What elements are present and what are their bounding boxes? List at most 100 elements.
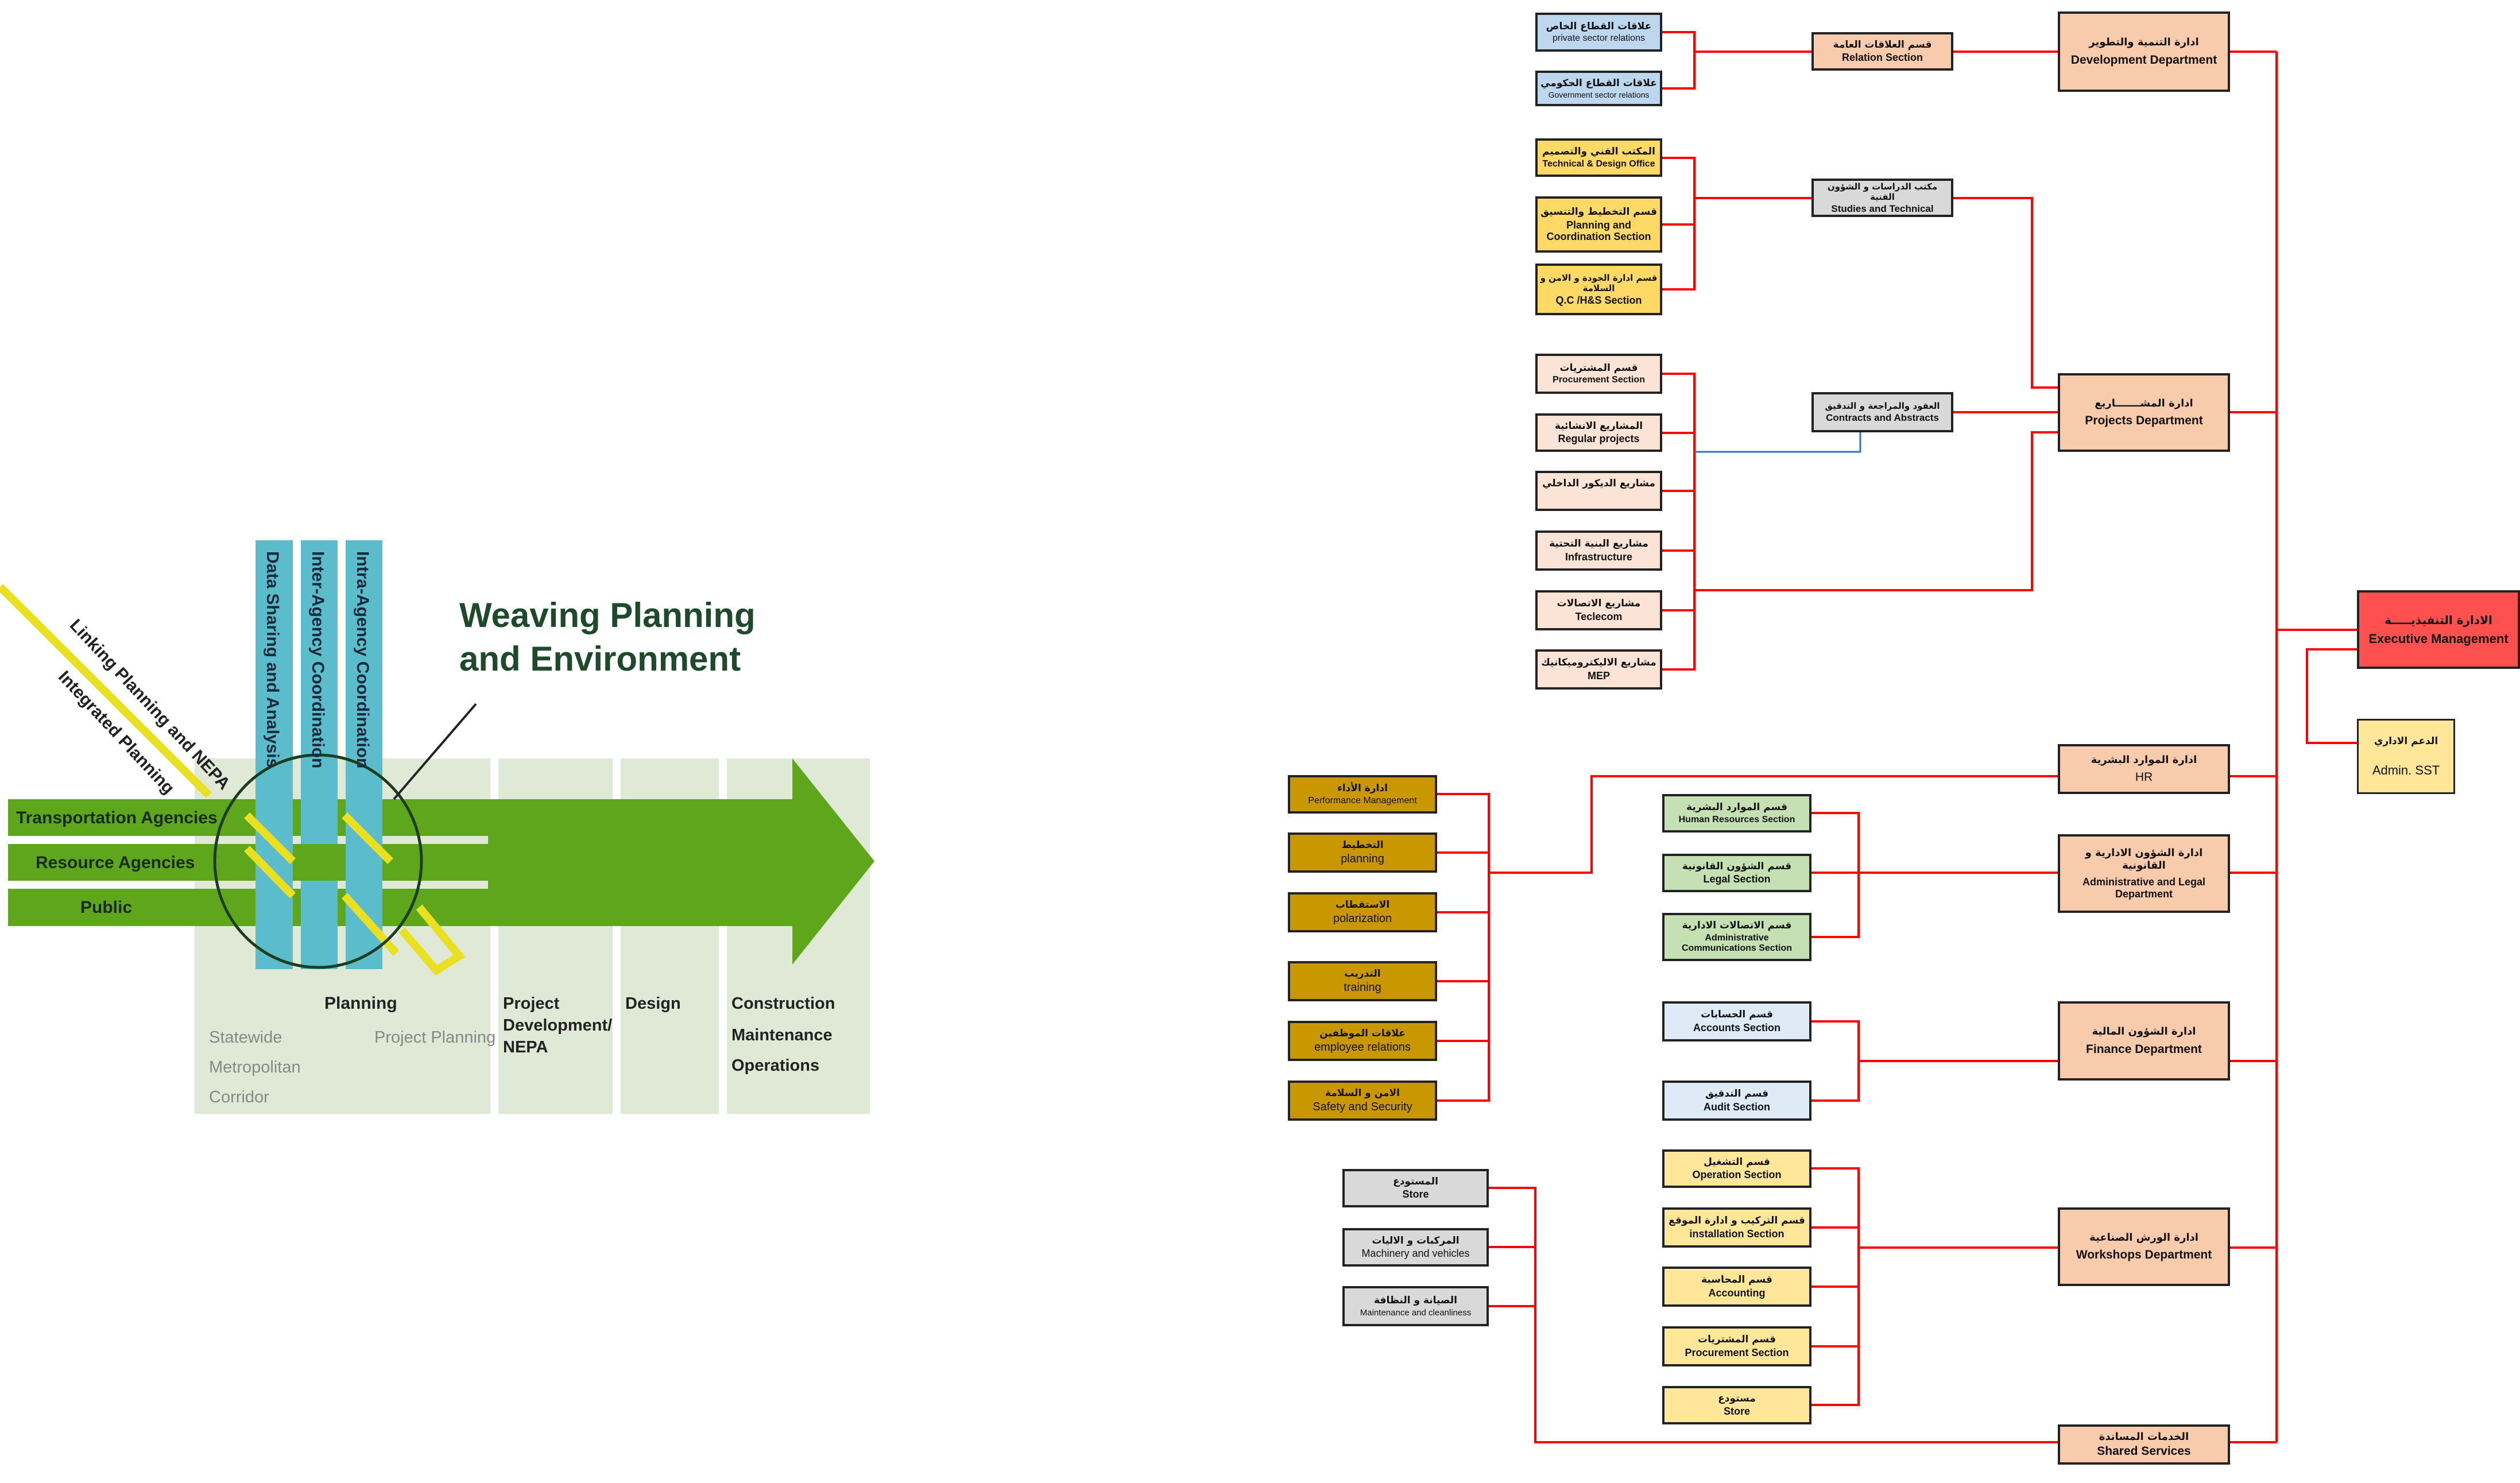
- label-ar: التخطيط: [1341, 839, 1384, 851]
- label-en: Administrative and Legal Department: [2082, 876, 2206, 900]
- label-ar: مشاريع الديكور الداخلي: [1542, 478, 1655, 489]
- phase-project-dev-2: Development/: [503, 1016, 612, 1035]
- label-en: Human Resources Section: [1678, 814, 1795, 824]
- label-en: Executive Management: [2368, 631, 2509, 646]
- label-en: Administrative Communications Section: [1681, 932, 1793, 954]
- connector-contracts-link: [1694, 432, 1861, 453]
- label-ar: ادارة الشؤون الادارية و القانونية: [2085, 847, 2203, 872]
- label-en: employee relations: [1314, 1040, 1411, 1054]
- label-ar: المستودع: [1393, 1175, 1438, 1187]
- graphic-title-line2: and Environment: [459, 640, 741, 678]
- label-ar: قسم التدقيق: [1705, 1088, 1769, 1100]
- label-en: polarization: [1333, 912, 1392, 925]
- label-en: HR: [2135, 770, 2153, 784]
- phase-construction-1: Construction: [731, 994, 835, 1013]
- label-ar: مشاريع البنية التحتية: [1549, 538, 1648, 550]
- box-hr-department: ادارة الموارد البشرية HR: [2058, 744, 2230, 794]
- label-ar: قسم التركيب و ادارة الموقع: [1669, 1215, 1805, 1227]
- label-en: Operation Section: [1692, 1169, 1782, 1181]
- title-pointer-line: [393, 703, 477, 800]
- label-en: Studies and Technical: [1831, 203, 1934, 214]
- label-ar: ادارة الموارد البشرية: [2091, 753, 2197, 766]
- label-en: Shared Services: [2097, 1444, 2191, 1458]
- label-ar: مشاريع الاليكتروميكانيك: [1541, 657, 1656, 669]
- weave-circle: [213, 753, 423, 969]
- label-ar: قسم الشؤون القانونية: [1682, 860, 1792, 872]
- label-ar: ادارة التنمية والتطوير: [2089, 36, 2199, 49]
- phase-project-dev-1: Project: [503, 994, 560, 1013]
- label-ar: العقود والمراجعة و التدقيق: [1825, 401, 1940, 412]
- band-transportation: [8, 799, 800, 836]
- yellow-weave-lines: [0, 584, 466, 976]
- label-ar: مشاريع الاتصالات: [1557, 598, 1641, 610]
- box-interior-decor-projects: مشاريع الديكور الداخلي: [1535, 471, 1662, 511]
- graphic-title-line1: Weaving Planning: [459, 596, 756, 634]
- label-ar: علاقات القطاع الخاص: [1546, 20, 1652, 32]
- label-ar: الخدمات المساندة: [2099, 1431, 2189, 1443]
- band-label-resource: Resource Agencies: [36, 853, 195, 872]
- label-ar: قسم المشتريات: [1559, 362, 1638, 374]
- connector-admin-sections: [1811, 812, 1860, 938]
- label-ar: قسم التشغيل: [1704, 1156, 1770, 1168]
- label-en: Machinery and vehicles: [1361, 1248, 1470, 1260]
- label-ar: الادارة التنفيذيـــــة: [2384, 613, 2492, 627]
- box-executive-management: الادارة التنفيذيـــــة Executive Manageme…: [2357, 590, 2520, 669]
- label-en: Development Department: [2070, 53, 2217, 67]
- vertical-label-data-sharing: Data Sharing and Analysis: [263, 551, 282, 768]
- label-en: planning: [1341, 852, 1384, 865]
- label-ar: ادارة الشؤون المالية: [2092, 1025, 2196, 1038]
- label-ar: الدعم الاداري: [2374, 735, 2438, 747]
- label-ar: ادارة الأداء: [1337, 783, 1388, 795]
- label-ar: علاقات القطاع الحكومي: [1540, 77, 1657, 89]
- label-ar: مستودع: [1718, 1392, 1756, 1404]
- label-en: Procurement Section: [1685, 1346, 1789, 1358]
- box-admin-legal-department: ادارة الشؤون الادارية و القانونية Adminis…: [2058, 834, 2230, 913]
- label-en: private sector relations: [1553, 33, 1645, 43]
- label-en: Infrastructure: [1565, 551, 1633, 563]
- label-en: Contracts and Abstracts: [1826, 412, 1939, 424]
- band-label-public: Public: [80, 898, 132, 917]
- label-en: Technical & Design Office: [1542, 158, 1655, 169]
- label-ar: علاقات الموظفين: [1319, 1028, 1406, 1040]
- label-en: MEP: [1587, 669, 1610, 682]
- phase-project-dev-3: NEPA: [503, 1038, 548, 1056]
- phase-construction-3: Operations: [731, 1056, 819, 1075]
- connector-admin-support: [2306, 648, 2357, 744]
- label-en: Planning and Coordination Section: [1546, 219, 1651, 243]
- label-en: Government sector relations: [1548, 90, 1650, 100]
- label-en: Relation Section: [1841, 52, 1923, 64]
- label-en: Store: [1402, 1188, 1429, 1201]
- label-ar: المركبات و الاليات: [1372, 1234, 1460, 1246]
- label-ar: قسم المشتريات: [1698, 1334, 1776, 1346]
- label-en: Performance Management: [1308, 795, 1417, 806]
- label-ar: الاستقطاب: [1335, 899, 1390, 911]
- label-en: Teclecom: [1575, 610, 1623, 622]
- label-ar: ادارة المشـــــــاريع: [2095, 397, 2193, 409]
- label-en: Store: [1723, 1405, 1750, 1418]
- box-machinery-vehicles: المركبات و الاليات Machinery and vehicles: [1342, 1228, 1489, 1267]
- label-en: Accounting: [1708, 1287, 1766, 1299]
- planning-project-planning: Project Planning: [374, 1028, 496, 1047]
